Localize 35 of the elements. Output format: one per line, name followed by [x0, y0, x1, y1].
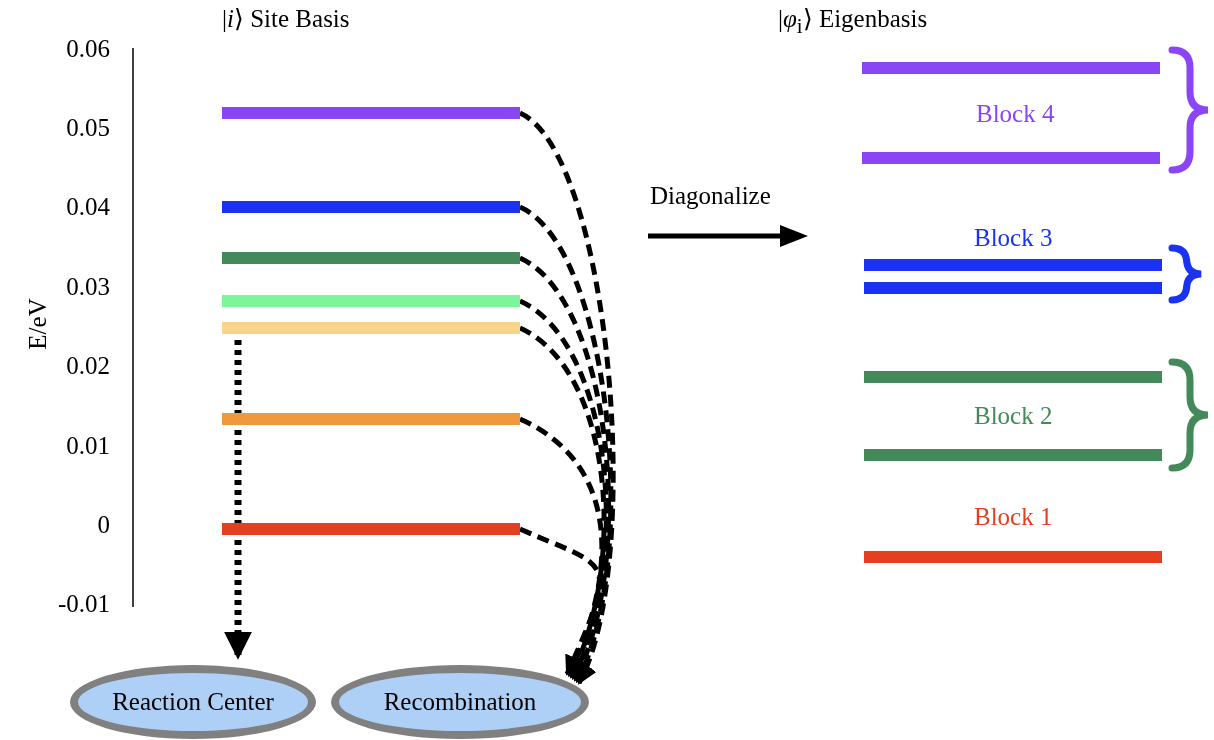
block-label: Block 1 [974, 503, 1053, 531]
node-label: Recombination [383, 688, 537, 716]
energy-level-bar [222, 107, 520, 119]
axis-tick-label: 0.06 [66, 35, 110, 63]
axis-tick-label: 0.05 [66, 114, 110, 142]
energy-level-bar [864, 449, 1162, 461]
arrow [518, 416, 605, 678]
energy-level-bar [222, 201, 520, 213]
energy-level-bar [864, 259, 1162, 271]
axis-tick-label: -0.01 [57, 590, 110, 618]
axis-tick-label: 0.02 [66, 352, 110, 380]
block-label: Block 3 [974, 224, 1053, 252]
energy-level-bar [222, 322, 520, 334]
arrow-label: Diagonalize [650, 182, 771, 210]
axis-tick-label: 0.01 [66, 432, 110, 460]
axis-tick-label: 0 [97, 511, 110, 539]
arrow [518, 111, 616, 685]
block-label: Block 2 [974, 402, 1053, 430]
axis-label: E/eV [23, 298, 52, 350]
energy-level-bar [862, 62, 1160, 74]
energy-level-bar [864, 282, 1162, 294]
axis-tick-label: 0.04 [66, 193, 110, 221]
energy-level-bar [222, 413, 520, 425]
energy-level-bar [864, 551, 1162, 563]
energy-level-bar [222, 252, 520, 264]
energy-level-bar [862, 152, 1160, 164]
plot-title: |φ$_{i}$⟩ Eigenbasis [778, 4, 928, 39]
energy-level-bar [222, 523, 520, 535]
energy-level-bar [864, 371, 1162, 383]
plot-title: |i⟩ Site Basis [222, 4, 350, 33]
arrow [519, 526, 602, 676]
axis-tick-label: 0.03 [66, 273, 110, 301]
energy-level-bar [222, 295, 520, 307]
node-label: Reaction Center [112, 688, 274, 716]
block-label: Block 4 [976, 100, 1055, 128]
